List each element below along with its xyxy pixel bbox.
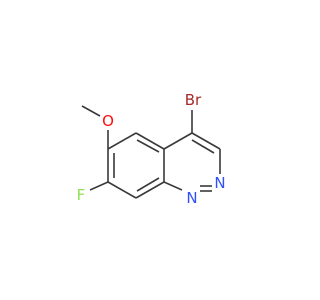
- fluorine-atom-label: F: [77, 186, 86, 204]
- nitrogen-2-atom-label: N: [214, 174, 225, 192]
- bond-c8-c8a-inner: [136, 177, 160, 192]
- cinnoline-structure-diagram: Br O F N N: [77, 91, 226, 207]
- bond-c4a-c4: [163, 132, 193, 150]
- bond-c4a-c5: [135, 132, 165, 150]
- atom-labels: Br O F N N: [77, 91, 226, 207]
- bromine-atom-label: Br: [185, 91, 202, 109]
- bonds: [81, 105, 221, 199]
- bond-o-ch3: [81, 105, 101, 117]
- bond-c4-c3-inner: [191, 139, 215, 154]
- bond-c8-c8a: [135, 181, 165, 199]
- bond-c7-f: [89, 181, 109, 191]
- bond-c4a-c5-inner: [136, 139, 160, 153]
- bond-c7-c8: [107, 181, 137, 199]
- oxygen-atom-label: O: [102, 112, 114, 130]
- bond-n1-c8a: [163, 181, 183, 191]
- bond-c4-c3: [191, 132, 221, 150]
- bond-c5-c6: [107, 132, 137, 150]
- nitrogen-1-atom-label: N: [186, 189, 197, 207]
